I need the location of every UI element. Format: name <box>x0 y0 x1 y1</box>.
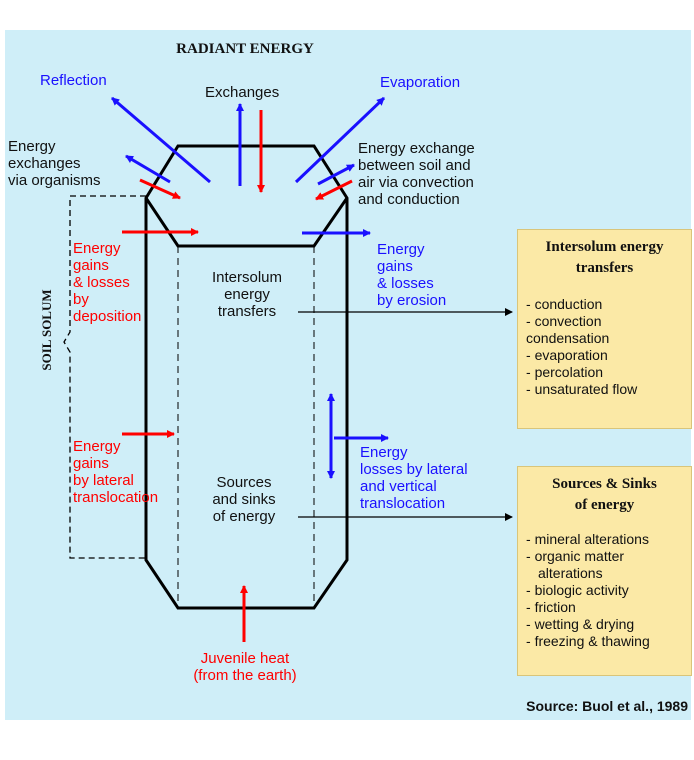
list-item: conduction <box>526 296 691 313</box>
svg-text:deposition: deposition <box>73 308 141 325</box>
juvenile-heat-label: Juvenile heat (from the earth) <box>193 650 296 684</box>
reflection-label: Reflection <box>40 72 107 89</box>
organisms-out-arrow <box>125 154 171 184</box>
svg-text:Sources: Sources <box>216 474 271 491</box>
svg-text:translocation: translocation <box>73 489 158 506</box>
svg-text:Energy exchange: Energy exchange <box>358 140 475 157</box>
list-item: alterations <box>538 565 603 581</box>
exchanges-label: Exchanges <box>205 84 279 101</box>
soil-solum-prism <box>144 144 349 610</box>
organisms-label: Energy exchanges via organisms <box>8 138 101 189</box>
convection-label: Energy exchange between soil and air via… <box>358 140 475 208</box>
svg-text:by erosion: by erosion <box>377 292 446 309</box>
soil-solum-bracket <box>63 195 146 559</box>
list-item: friction <box>526 599 691 616</box>
svg-text:via organisms: via organisms <box>8 172 101 189</box>
sources-sinks-box: Sources & Sinks of energy mineral altera… <box>517 466 692 676</box>
svg-text:Energy: Energy <box>8 138 56 155</box>
deposition-label: Energy gains & losses by deposition <box>73 240 141 325</box>
convection-in-arrow <box>315 179 353 201</box>
list-item: biologic activity <box>526 582 691 599</box>
list-item: freezing & thawing <box>526 633 691 650</box>
list-item: organic matter <box>526 548 691 565</box>
svg-text:& losses: & losses <box>73 274 130 291</box>
svg-text:Energy: Energy <box>73 438 121 455</box>
svg-text:losses by lateral: losses by lateral <box>360 461 468 478</box>
svg-text:and vertical: and vertical <box>360 478 437 495</box>
intersolum-transfers-box: Intersolum energy transfers conduction c… <box>517 229 692 429</box>
list-item: convection <box>526 313 691 330</box>
sources-box-title: Sources & Sinks of energy <box>552 476 657 513</box>
svg-text:exchanges: exchanges <box>8 155 81 172</box>
svg-text:Energy: Energy <box>360 444 408 461</box>
svg-text:gains: gains <box>73 455 109 472</box>
list-item: mineral alterations <box>526 531 691 548</box>
sources-label: Sources and sinks of energy <box>212 474 275 525</box>
intersolum-label: Intersolum energy transfers <box>212 269 282 320</box>
svg-text:energy: energy <box>224 286 270 303</box>
list-item: condensation <box>526 330 610 346</box>
svg-text:Intersolum: Intersolum <box>212 269 282 286</box>
source-citation: Source: Buol et al., 1989 <box>526 698 688 714</box>
svg-text:air via convection: air via convection <box>358 174 474 191</box>
svg-text:Juvenile heat: Juvenile heat <box>201 650 290 667</box>
svg-text:of energy: of energy <box>213 508 276 525</box>
svg-text:Energy: Energy <box>377 241 425 258</box>
svg-text:transfers: transfers <box>218 303 276 320</box>
organisms-in-arrow <box>139 178 181 200</box>
soil-solum-label: SOIL SOLUM <box>39 289 54 370</box>
intersolum-box-list: conduction convection condensation evapo… <box>518 296 691 398</box>
convection-out-arrow <box>317 163 355 186</box>
erosion-label: Energy gains & losses by erosion <box>377 241 446 309</box>
svg-text:& losses: & losses <box>377 275 434 292</box>
diagram-title: RADIANT ENERGY <box>176 41 314 57</box>
evaporation-arrow <box>294 96 386 184</box>
intersolum-box-title: Intersolum energy transfers <box>545 239 664 276</box>
svg-text:translocation: translocation <box>360 495 445 512</box>
svg-text:and sinks: and sinks <box>212 491 275 508</box>
svg-text:and conduction: and conduction <box>358 191 460 208</box>
svg-text:gains: gains <box>73 257 109 274</box>
list-item: percolation <box>526 364 691 381</box>
list-item: wetting & drying <box>526 616 691 633</box>
svg-text:gains: gains <box>377 258 413 275</box>
sources-box-list: mineral alterations organic matter alter… <box>518 531 691 650</box>
lateral-gain-label: Energy gains by lateral translocation <box>73 438 158 506</box>
svg-text:by: by <box>73 291 89 308</box>
svg-text:Energy: Energy <box>73 240 121 257</box>
svg-text:(from the earth): (from the earth) <box>193 667 296 684</box>
lateral-loss-label: Energy losses by lateral and vertical tr… <box>360 444 468 512</box>
evaporation-label: Evaporation <box>380 74 460 91</box>
list-item: unsaturated flow <box>526 381 691 398</box>
svg-text:between soil and: between soil and <box>358 157 471 174</box>
list-item: evaporation <box>526 347 691 364</box>
reflection-arrow <box>111 96 211 184</box>
svg-text:by lateral: by lateral <box>73 472 134 489</box>
